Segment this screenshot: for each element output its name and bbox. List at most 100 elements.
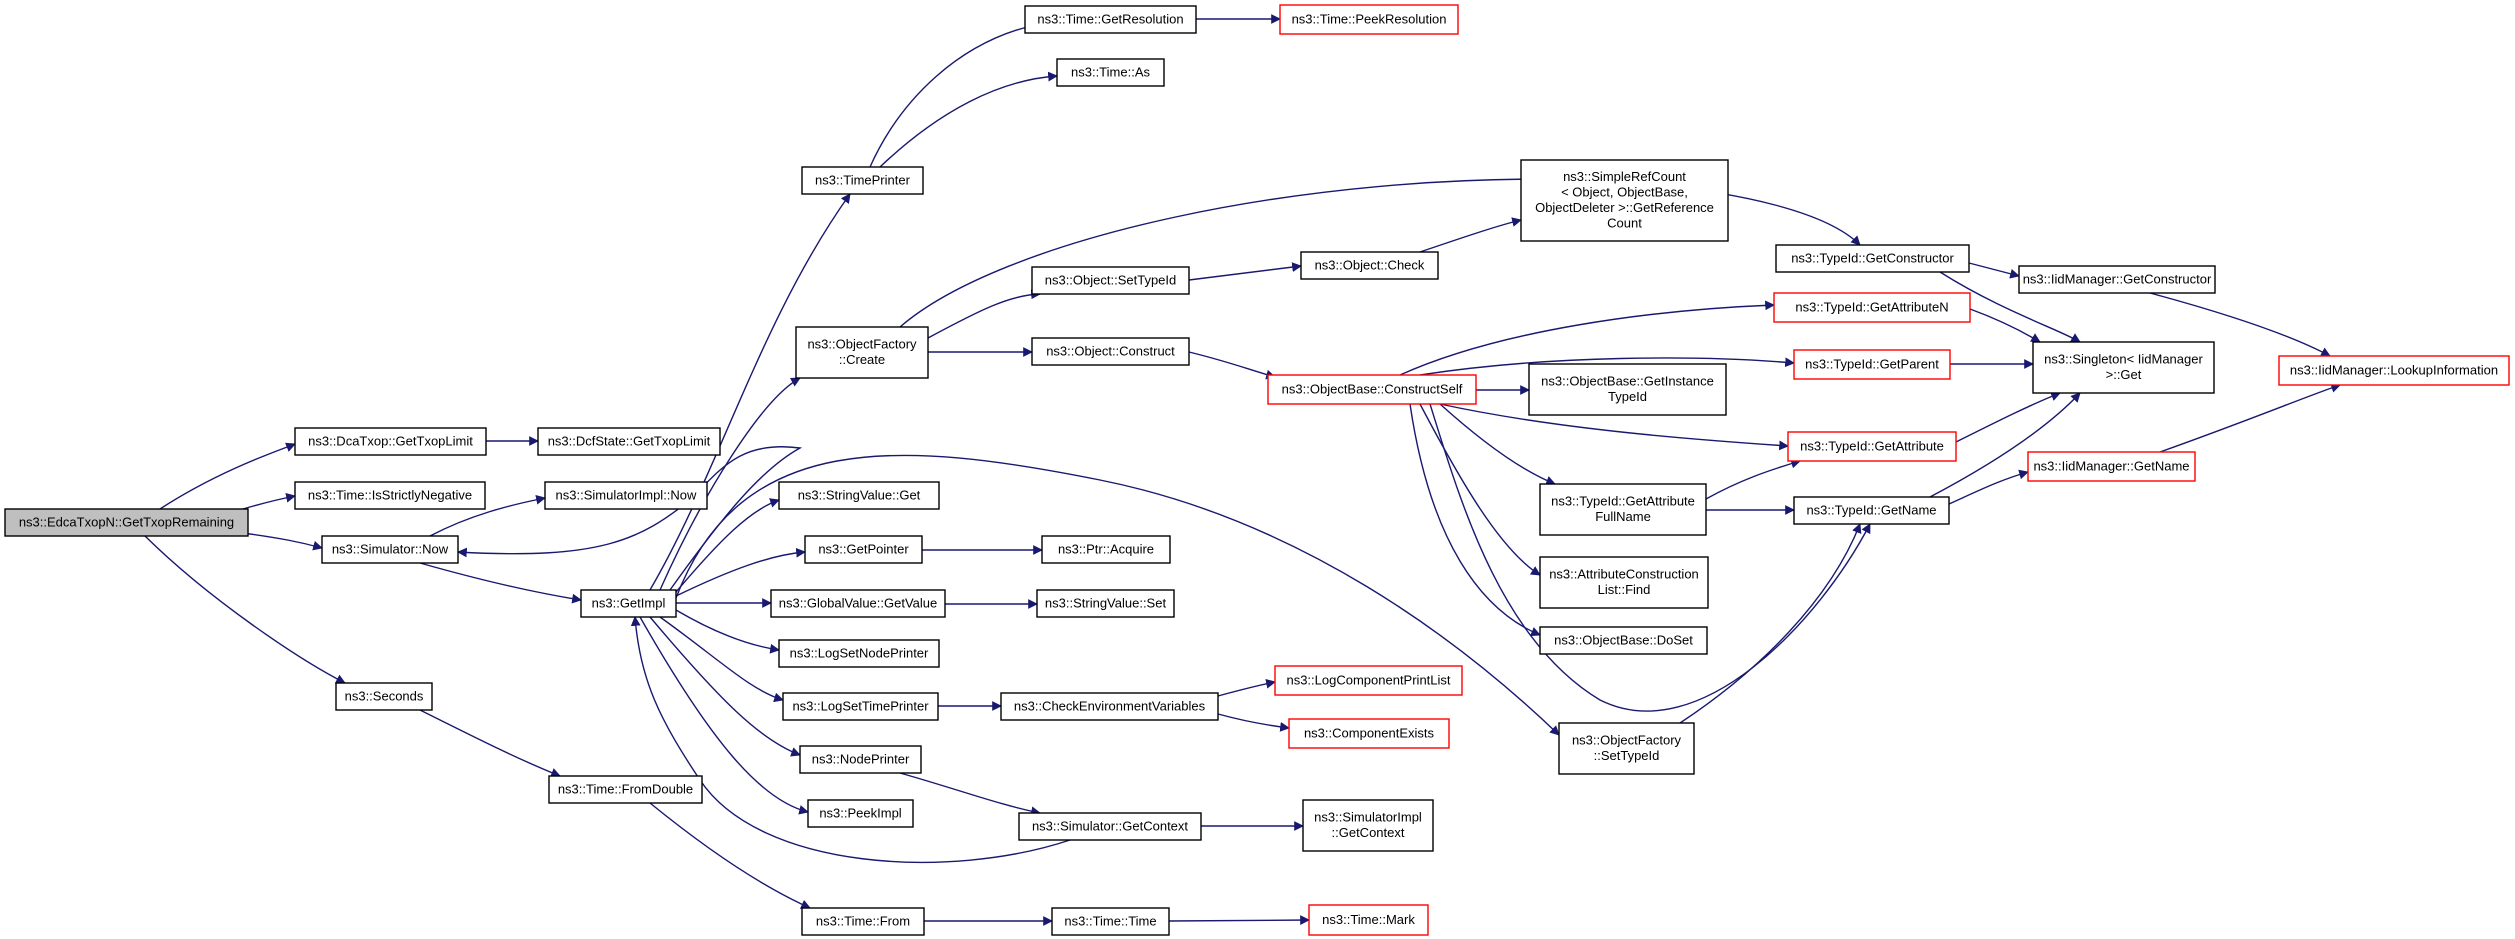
call-arrow xyxy=(1439,403,1789,451)
function-node[interactable]: ns3::EdcaTxopN::GetTxopRemaining xyxy=(4,508,249,537)
call-arrow xyxy=(1217,678,1276,697)
call-arrow xyxy=(242,492,296,510)
node-label: ns3::Object::Check xyxy=(1315,257,1425,272)
call-edge-n7-n8 xyxy=(419,709,561,778)
function-node[interactable]: ns3::IidManager::GetConstructor xyxy=(2018,265,2216,294)
function-node[interactable]: ns3::Time::As xyxy=(1056,58,1165,87)
function-node[interactable]: ns3::Time::PeekResolution xyxy=(1279,4,1459,35)
function-node[interactable]: ns3::SimulatorImpl::Now xyxy=(544,481,708,510)
node-box xyxy=(801,166,924,195)
function-node[interactable]: ns3::Time::From xyxy=(801,907,925,936)
function-node[interactable]: ns3::StringValue::Get xyxy=(778,481,940,510)
function-node[interactable]: ns3::GlobalValue::GetValue xyxy=(770,589,946,618)
function-node[interactable]: ns3::DcaTxop::GetTxopLimit xyxy=(294,427,487,456)
call-edge-n12-n13 xyxy=(869,20,1041,168)
node-box xyxy=(801,907,925,936)
call-edge-n6-n45 xyxy=(649,616,801,757)
node-label: ns3::ObjectFactory xyxy=(807,337,917,352)
call-edge-n6-n40 xyxy=(675,609,780,654)
call-edge-n0-n7 xyxy=(144,535,346,684)
function-node[interactable]: ns3::LogComponentPrintList xyxy=(1274,665,1463,696)
function-node[interactable]: ns3::Time::IsStrictlyNegative xyxy=(294,481,486,510)
function-node[interactable]: ns3::SimpleRefCount< Object, ObjectBase,… xyxy=(1520,159,1729,242)
function-node[interactable]: ns3::IidManager::GetName xyxy=(2027,451,2196,482)
node-box xyxy=(770,589,946,618)
node-label: ObjectDeleter >::GetReference xyxy=(1535,200,1714,215)
function-node[interactable]: ns3::TypeId::GetName xyxy=(1793,496,1950,525)
function-node[interactable]: ns3::Object::SetTypeId xyxy=(1031,266,1190,295)
function-node[interactable]: ns3::SimulatorImpl::GetContext xyxy=(1302,799,1434,852)
call-edge-n45-n47 xyxy=(899,772,1041,817)
function-node[interactable]: ns3::ComponentExists xyxy=(1288,718,1450,749)
function-node[interactable]: ns3::DcfState::GetTxopLimit xyxy=(537,427,721,456)
node-label: ns3::Singleton< IidManager xyxy=(2044,352,2203,367)
function-node[interactable]: ns3::Object::Check xyxy=(1300,251,1439,280)
function-node[interactable]: ns3::Simulator::Now xyxy=(321,535,459,564)
function-node[interactable]: ns3::Seconds xyxy=(335,682,433,711)
call-edge-n21-n34 xyxy=(1409,403,1541,637)
function-node[interactable]: ns3::LogSetTimePrinter xyxy=(782,692,939,721)
node-label: ns3::TimePrinter xyxy=(815,172,911,187)
node-label: ::SetTypeId xyxy=(1594,748,1660,763)
function-node[interactable]: ns3::GetImpl xyxy=(580,589,677,618)
function-node[interactable]: ns3::Time::Time xyxy=(1051,907,1170,936)
function-node[interactable]: ns3::TypeId::GetConstructor xyxy=(1775,244,1970,273)
call-edge-n16-n22 xyxy=(899,178,1861,328)
node-label: ns3::TypeId::GetAttribute xyxy=(1551,494,1695,509)
function-node[interactable]: ns3::Object::Construct xyxy=(1031,337,1190,366)
node-label: ns3::Object::SetTypeId xyxy=(1045,272,1177,287)
node-label: ns3::TypeId::GetAttributeN xyxy=(1795,299,1948,314)
call-arrow xyxy=(675,547,806,597)
function-node[interactable]: ns3::IidManager::LookupInformation xyxy=(2278,355,2510,386)
node-label: Count xyxy=(1607,216,1642,231)
node-label: ns3::Time::Mark xyxy=(1322,912,1415,927)
function-node[interactable]: ns3::Singleton< IidManager>::Get xyxy=(2032,341,2215,394)
function-node[interactable]: ns3::Time::FromDouble xyxy=(548,775,703,804)
call-arrow xyxy=(159,442,296,510)
function-node[interactable]: ns3::ObjectBase::DoSet xyxy=(1539,626,1708,655)
node-label: ns3::Time::Time xyxy=(1064,913,1156,928)
function-node[interactable]: ns3::TypeId::GetAttribute xyxy=(1787,431,1957,462)
function-node[interactable]: ns3::PeekImpl xyxy=(807,799,914,828)
function-node[interactable]: ns3::ObjectFactory::SetTypeId xyxy=(1558,722,1695,775)
node-box xyxy=(1051,907,1170,936)
node-box xyxy=(782,692,939,721)
call-arrow xyxy=(1705,458,1801,500)
function-node[interactable]: ns3::Simulator::GetContext xyxy=(1018,812,1202,841)
call-edge-n22-n23 xyxy=(1968,262,2020,279)
function-node[interactable]: ns3::Time::Mark xyxy=(1308,904,1429,936)
call-edge-n20-n21 xyxy=(1188,351,1276,380)
function-node[interactable]: ns3::CheckEnvironmentVariables xyxy=(1000,692,1219,721)
node-box xyxy=(1775,244,1970,273)
call-arrow xyxy=(1419,403,1541,576)
function-node[interactable]: ns3::Time::GetResolution xyxy=(1024,5,1197,34)
call-arrow xyxy=(649,193,851,591)
node-box xyxy=(1539,626,1708,655)
function-node[interactable]: ns3::GetPointer xyxy=(804,535,923,564)
call-edge-n4-n6 xyxy=(419,562,582,604)
function-node[interactable]: ns3::NodePrinter xyxy=(799,745,922,774)
function-node[interactable]: ns3::LogSetNodePrinter xyxy=(778,639,940,668)
node-box xyxy=(2032,341,2215,394)
node-box xyxy=(1793,349,1951,380)
function-node[interactable]: ns3::TypeId::GetParent xyxy=(1793,349,1951,380)
call-arrow xyxy=(899,178,1861,328)
node-box xyxy=(537,427,721,456)
node-box xyxy=(335,682,433,711)
function-node[interactable]: ns3::ObjectFactory::Create xyxy=(795,326,929,379)
call-edge-n42-n44 xyxy=(1217,713,1290,732)
call-edge-n0-n3 xyxy=(242,492,296,510)
function-node[interactable]: ns3::StringValue::Set xyxy=(1036,589,1175,618)
function-node[interactable]: ns3::TimePrinter xyxy=(801,166,924,195)
function-node[interactable]: ns3::ObjectBase::ConstructSelf xyxy=(1267,374,1477,405)
node-label: ns3::DcaTxop::GetTxopLimit xyxy=(308,433,473,448)
node-label: ns3::LogSetNodePrinter xyxy=(790,645,929,660)
node-label: ns3::ObjectBase::DoSet xyxy=(1554,632,1693,647)
node-label: ns3::Ptr::Acquire xyxy=(1058,541,1154,556)
node-label: ns3::ObjectBase::GetInstance xyxy=(1541,374,1714,389)
function-node[interactable]: ns3::Ptr::Acquire xyxy=(1041,535,1171,564)
function-node[interactable]: ns3::TypeId::GetAttributeN xyxy=(1773,292,1971,323)
